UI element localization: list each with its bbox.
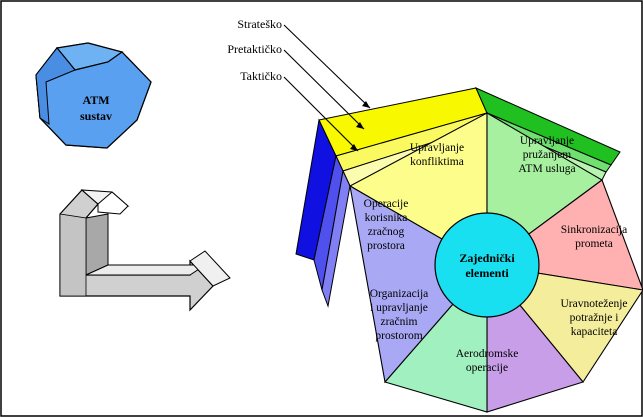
atm-system-heptagon: ATM sustav [35, 42, 152, 149]
center-label-line1: Zajednički [459, 251, 515, 265]
segment-label-balance: Uravnoteženje potražnje i kapaciteta [560, 298, 627, 338]
center-circle: Zajednički elementi [434, 212, 540, 318]
segment-label-aerodrome: Aerodromske operacije [456, 348, 519, 374]
segment-label-line: Operacije [364, 198, 409, 210]
segment-label-line: Upravljanje [520, 135, 574, 147]
layer-labels: Strateško Pretaktičko Taktičko [227, 17, 371, 152]
segment-label-line: operacije [466, 362, 508, 374]
segment-label-line: kapaciteta [571, 326, 618, 338]
pointer-tactical [283, 76, 359, 152]
segment-label-conflict: Upravljanje konfliktima [410, 142, 464, 168]
segment-label-airspace: Organizacija i upravljanje zračnim prostoro… [370, 288, 429, 342]
layer-label-pretactical: Pretaktičko [227, 42, 282, 56]
pointer-pretactical [283, 49, 365, 130]
segment-label-sync: Sinkronizacija prometa [561, 224, 627, 250]
atm-label-line1: ATM [82, 93, 109, 107]
segment-label-line: prostorom [375, 330, 422, 342]
segment-label-line: pružanjem [523, 149, 572, 161]
segment-label-line: Upravljanje [410, 142, 464, 154]
bent-arrow [59, 189, 231, 312]
layer-label-strategic: Strateško [237, 17, 282, 31]
layer-label-tactical: Taktičko [240, 69, 282, 83]
segment-label-line: konfliktima [410, 156, 464, 168]
segment-label-line: i upravljanje [370, 302, 428, 314]
segment-label-line: Organizacija [370, 288, 429, 300]
segments-group: Upravljanje konfliktima Upravljanje pružanj… [348, 112, 643, 413]
segment-label-line: ATM usluga [518, 163, 575, 175]
segment-label-line: prostora [367, 240, 405, 252]
segment-label-line: Uravnoteženje [560, 298, 627, 310]
atm-label-line2: sustav [80, 109, 112, 123]
segment-users [349, 184, 488, 384]
segment-label-line: Sinkronizacija [561, 224, 627, 236]
segment-label-users: Operacije korisnika zračnog prostora [364, 198, 409, 252]
segment-label-line: zračnim [380, 316, 417, 328]
center-label-line2: elementi [465, 266, 509, 280]
segment-label-line: Aerodromske [456, 348, 519, 360]
pointer-strategic [283, 24, 371, 109]
segment-label-line: potražnje i [570, 312, 619, 324]
segment-label-line: korisnika [365, 212, 408, 224]
segment-label-line: prometa [575, 238, 613, 250]
segment-label-line: zračnog [368, 226, 405, 238]
